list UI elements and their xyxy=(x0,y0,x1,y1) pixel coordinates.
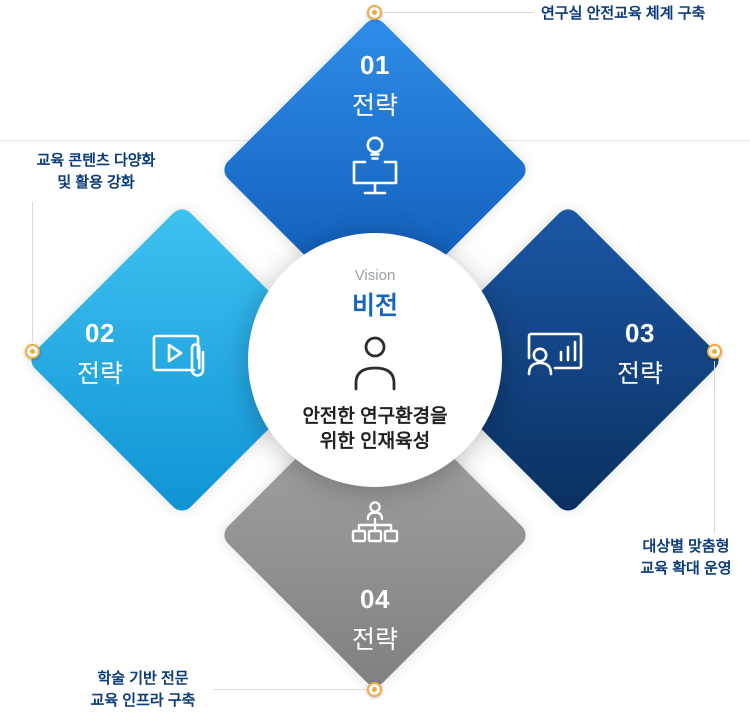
callout-top-connector xyxy=(384,12,534,13)
callout-top-line1: 연구실 안전교육 체계 구축 xyxy=(541,5,706,22)
strategy-04-label: 전략 xyxy=(351,626,398,654)
callout-left-connector xyxy=(32,202,33,342)
callout-right-marker-dot xyxy=(707,344,722,359)
callout-bottom-connector xyxy=(214,689,366,690)
strategy-03-number: 03 xyxy=(625,318,655,348)
video-content-icon xyxy=(148,328,214,386)
strategy-01-number: 01 xyxy=(360,50,390,80)
vision-description-line2: 위한 인재육성 xyxy=(319,431,431,453)
person-chart-icon xyxy=(522,326,588,384)
callout-bottom-marker-dot xyxy=(367,682,382,697)
strategy-02-number: 02 xyxy=(85,318,115,348)
vision-description-line1: 안전한 연구환경을 xyxy=(302,406,448,427)
callout-top-label: 연구실 안전교육 체계 구축 xyxy=(541,3,705,25)
strategy-04-number: 04 xyxy=(360,584,390,614)
callout-top-marker-dot xyxy=(367,5,382,20)
monitor-idea-icon xyxy=(344,134,406,202)
vision-description: 안전한 연구환경을 위한 인재육성 xyxy=(302,404,447,454)
person-icon xyxy=(348,335,402,395)
vision-label-ko: 비전 xyxy=(351,292,398,320)
strategy-02-label: 전략 xyxy=(76,360,123,388)
callout-bottom-label: 학술 기반 전문 교육 인프라 구축 xyxy=(63,668,223,712)
callout-left-label: 교육 콘텐츠 다양화 및 활용 강화 xyxy=(18,150,174,194)
org-chart-icon xyxy=(346,500,404,550)
callout-left-marker-dot xyxy=(25,344,40,359)
vision-circle: Vision 비전 안전한 연구환경을 위한 인재육성 xyxy=(248,233,502,487)
callout-left-line1: 교육 콘텐츠 다양화 xyxy=(36,152,156,169)
callout-right-line2: 교육 확대 운영 xyxy=(640,560,732,577)
strategy-03-label: 전략 xyxy=(616,360,663,388)
callout-left-line2: 및 활용 강화 xyxy=(57,174,135,191)
vision-label-en: Vision xyxy=(354,267,396,284)
callout-bottom-line1: 학술 기반 전문 xyxy=(97,670,189,687)
callout-right-connector xyxy=(714,361,715,533)
callout-right-label: 대상별 맞춤형 교육 확대 운영 xyxy=(611,536,750,580)
strategy-01-label: 전략 xyxy=(351,92,398,120)
callout-bottom-line2: 교육 인프라 구축 xyxy=(90,692,196,709)
callout-right-line1: 대상별 맞춤형 xyxy=(642,538,730,555)
